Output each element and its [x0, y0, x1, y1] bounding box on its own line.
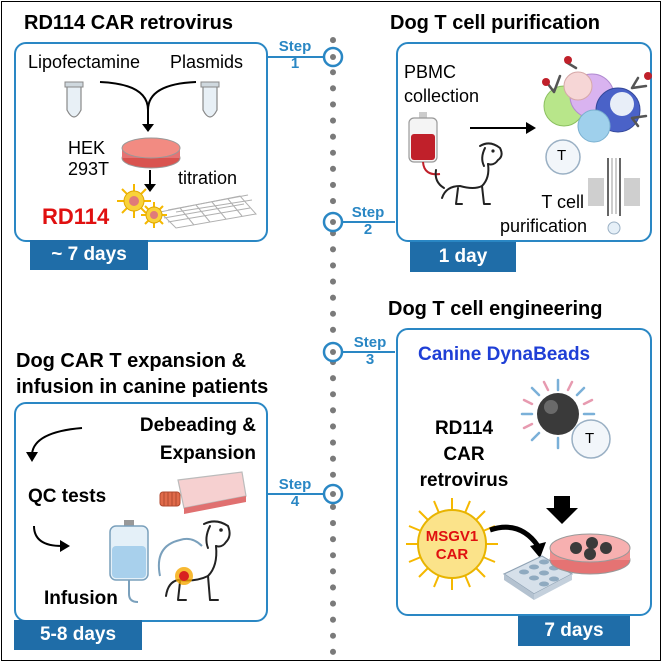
duration-badge-1: ~ 7 days — [30, 240, 148, 270]
panel2-box — [396, 42, 652, 242]
petri-dish-icon — [121, 137, 181, 169]
infusion-label: Infusion — [44, 588, 118, 609]
t-cell-symbol: T — [557, 147, 567, 164]
tube-icon — [200, 81, 220, 118]
dog-icon — [434, 142, 503, 205]
duration-badge-2: 1 day — [410, 242, 516, 272]
panel3-title: Dog T cell engineering — [388, 298, 603, 320]
virus-icon — [117, 184, 167, 228]
tube-icon — [64, 81, 84, 118]
lipofectamine-label: Lipofectamine — [28, 52, 141, 72]
panel4-box — [14, 402, 268, 622]
canine-dynabeads-title: Canine DynaBeads — [418, 344, 591, 365]
t-cell-symbol: T — [585, 430, 595, 447]
dynabead-icon — [520, 378, 596, 450]
blood-cells-icon — [542, 56, 652, 143]
dog-icon — [158, 520, 231, 601]
panel4-title: Dog CAR T expansion &infusion in canine … — [16, 350, 269, 398]
t-cell-icon — [571, 419, 611, 459]
panel1-title: RD114 CAR retrovirus — [24, 12, 233, 34]
titration-label: titration — [178, 168, 238, 188]
iv-bag-icon — [109, 520, 149, 603]
debeading-label: Debeading &Expansion — [139, 415, 256, 464]
petri-dish-beads-icon — [549, 533, 631, 575]
rd114-red-label: RD114 — [42, 204, 110, 229]
column-icon — [588, 158, 640, 235]
duration-badge-4: 5-8 days — [14, 620, 142, 650]
qc-tests-label: QC tests — [28, 486, 107, 507]
plasmids-label: Plasmids — [170, 52, 244, 72]
msgv1-virus-icon — [406, 498, 498, 590]
blood-bag-icon — [408, 112, 441, 176]
t-cell-icon — [545, 139, 581, 175]
duration-badge-3: 7 days — [518, 616, 630, 646]
panel2-title: Dog T cell purification — [390, 12, 601, 34]
titration-grid-icon — [158, 194, 257, 229]
down-arrow-bold — [546, 496, 578, 524]
culture-flask-icon — [159, 471, 247, 514]
